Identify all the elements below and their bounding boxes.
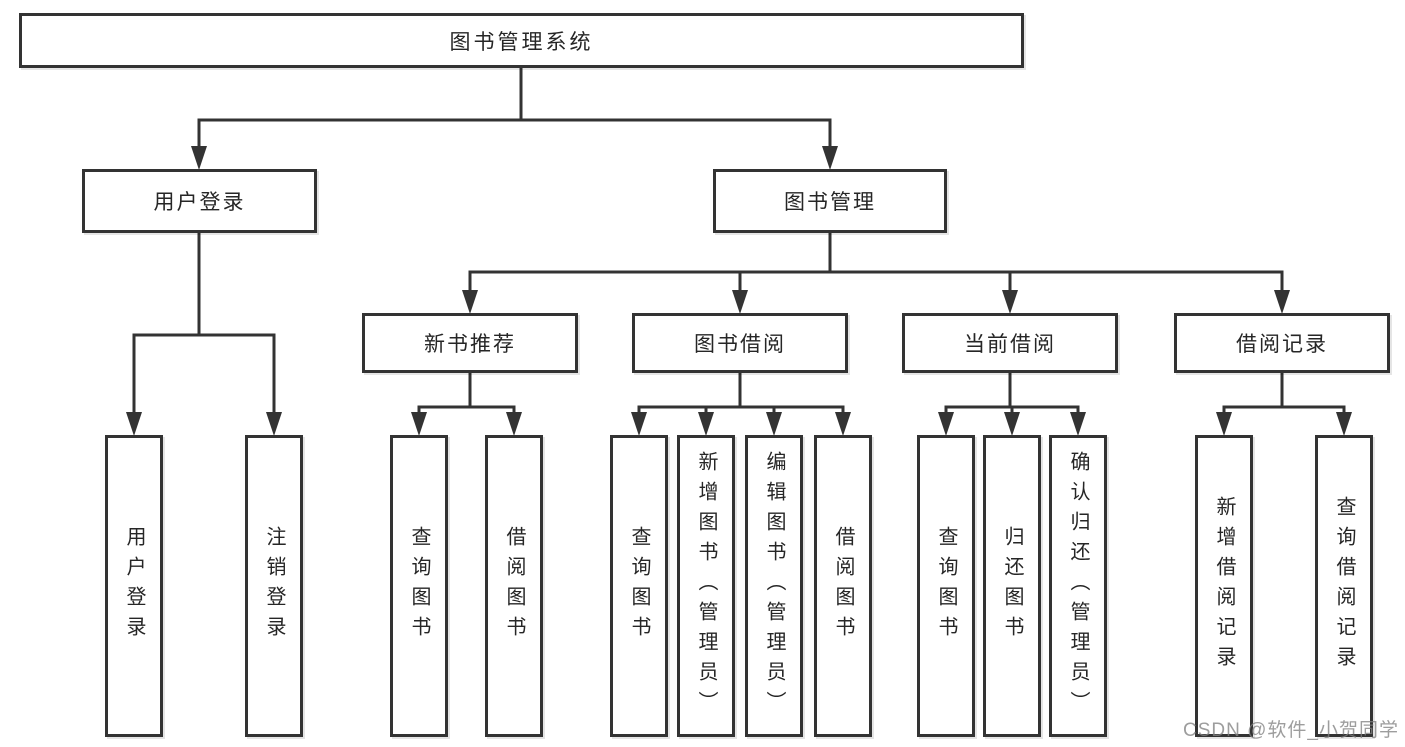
node-user-login: 用户登录 — [82, 169, 317, 233]
leaf-query-borrow-record: 查询借阅记录 — [1315, 435, 1373, 737]
node-book-management: 图书管理 — [713, 169, 947, 233]
leaf-query-books-3: 查询图书 — [917, 435, 975, 737]
node-book-borrowing: 图书借阅 — [632, 313, 848, 373]
leaf-borrow-books-2: 借阅图书 — [814, 435, 872, 737]
leaf-borrow-books-1: 借阅图书 — [485, 435, 543, 737]
node-root: 图书管理系统 — [19, 13, 1024, 68]
leaf-confirm-return-admin: 确认归还（管理员） — [1049, 435, 1107, 737]
arrowheads — [126, 146, 1352, 436]
leaf-add-borrow-record: 新增借阅记录 — [1195, 435, 1253, 737]
leaf-edit-book-admin: 编辑图书（管理员） — [745, 435, 803, 737]
leaf-add-book-admin: 新增图书（管理员） — [677, 435, 735, 737]
node-new-book-recommend: 新书推荐 — [362, 313, 578, 373]
leaf-query-books-1: 查询图书 — [390, 435, 448, 737]
leaf-user-login: 用户登录 — [105, 435, 163, 737]
watermark: CSDN @软件_小贺同学 — [1183, 720, 1399, 741]
leaf-return-books: 归还图书 — [983, 435, 1041, 737]
node-borrowing-records: 借阅记录 — [1174, 313, 1390, 373]
node-current-borrowing: 当前借阅 — [902, 313, 1118, 373]
leaf-logout: 注销登录 — [245, 435, 303, 737]
leaf-query-books-2: 查询图书 — [610, 435, 668, 737]
